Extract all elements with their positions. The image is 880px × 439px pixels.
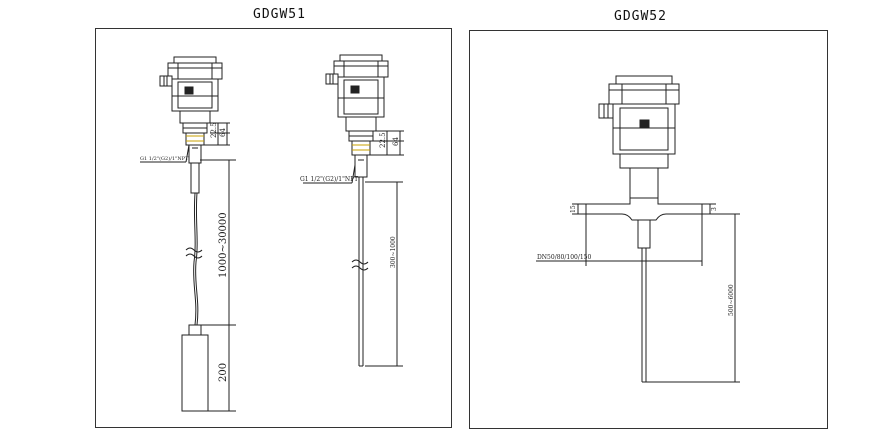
panel-title-gdgw52: GDGW52 — [614, 9, 667, 24]
rod-dim-22-5: 22.5 — [379, 132, 387, 148]
rod-thread-label: G1 1/2"(G2)/1"NPT — [300, 176, 358, 183]
cable-sensor-drawing — [140, 56, 236, 412]
panel-frame-gdgw51 — [95, 28, 452, 428]
cable-length-label: 1000~30000 — [218, 212, 229, 278]
cable-dim-64: 64 — [219, 128, 227, 137]
rod-length-label: 300~1000 — [390, 236, 397, 268]
flange-rod-length-label: 500~6000 — [728, 284, 735, 316]
cable-dim-22-5: 22.5 — [210, 122, 218, 138]
rod-sensor-drawing — [303, 54, 404, 367]
flange-thickness-label: 15 — [570, 205, 577, 213]
panel-frame-gdgw52 — [469, 30, 828, 429]
panel-title-gdgw51: GDGW51 — [253, 7, 306, 22]
flange-sensor-drawing — [536, 75, 740, 383]
flange-offset-label: 3 — [711, 207, 718, 211]
cable-thread-label: G1 1/2"(G2)/1"NPT — [140, 155, 189, 162]
flange-sizes-label: DN50/80/100/150 — [537, 254, 591, 261]
rod-dim-64: 64 — [392, 137, 400, 146]
weight-length-label: 200 — [218, 363, 229, 382]
